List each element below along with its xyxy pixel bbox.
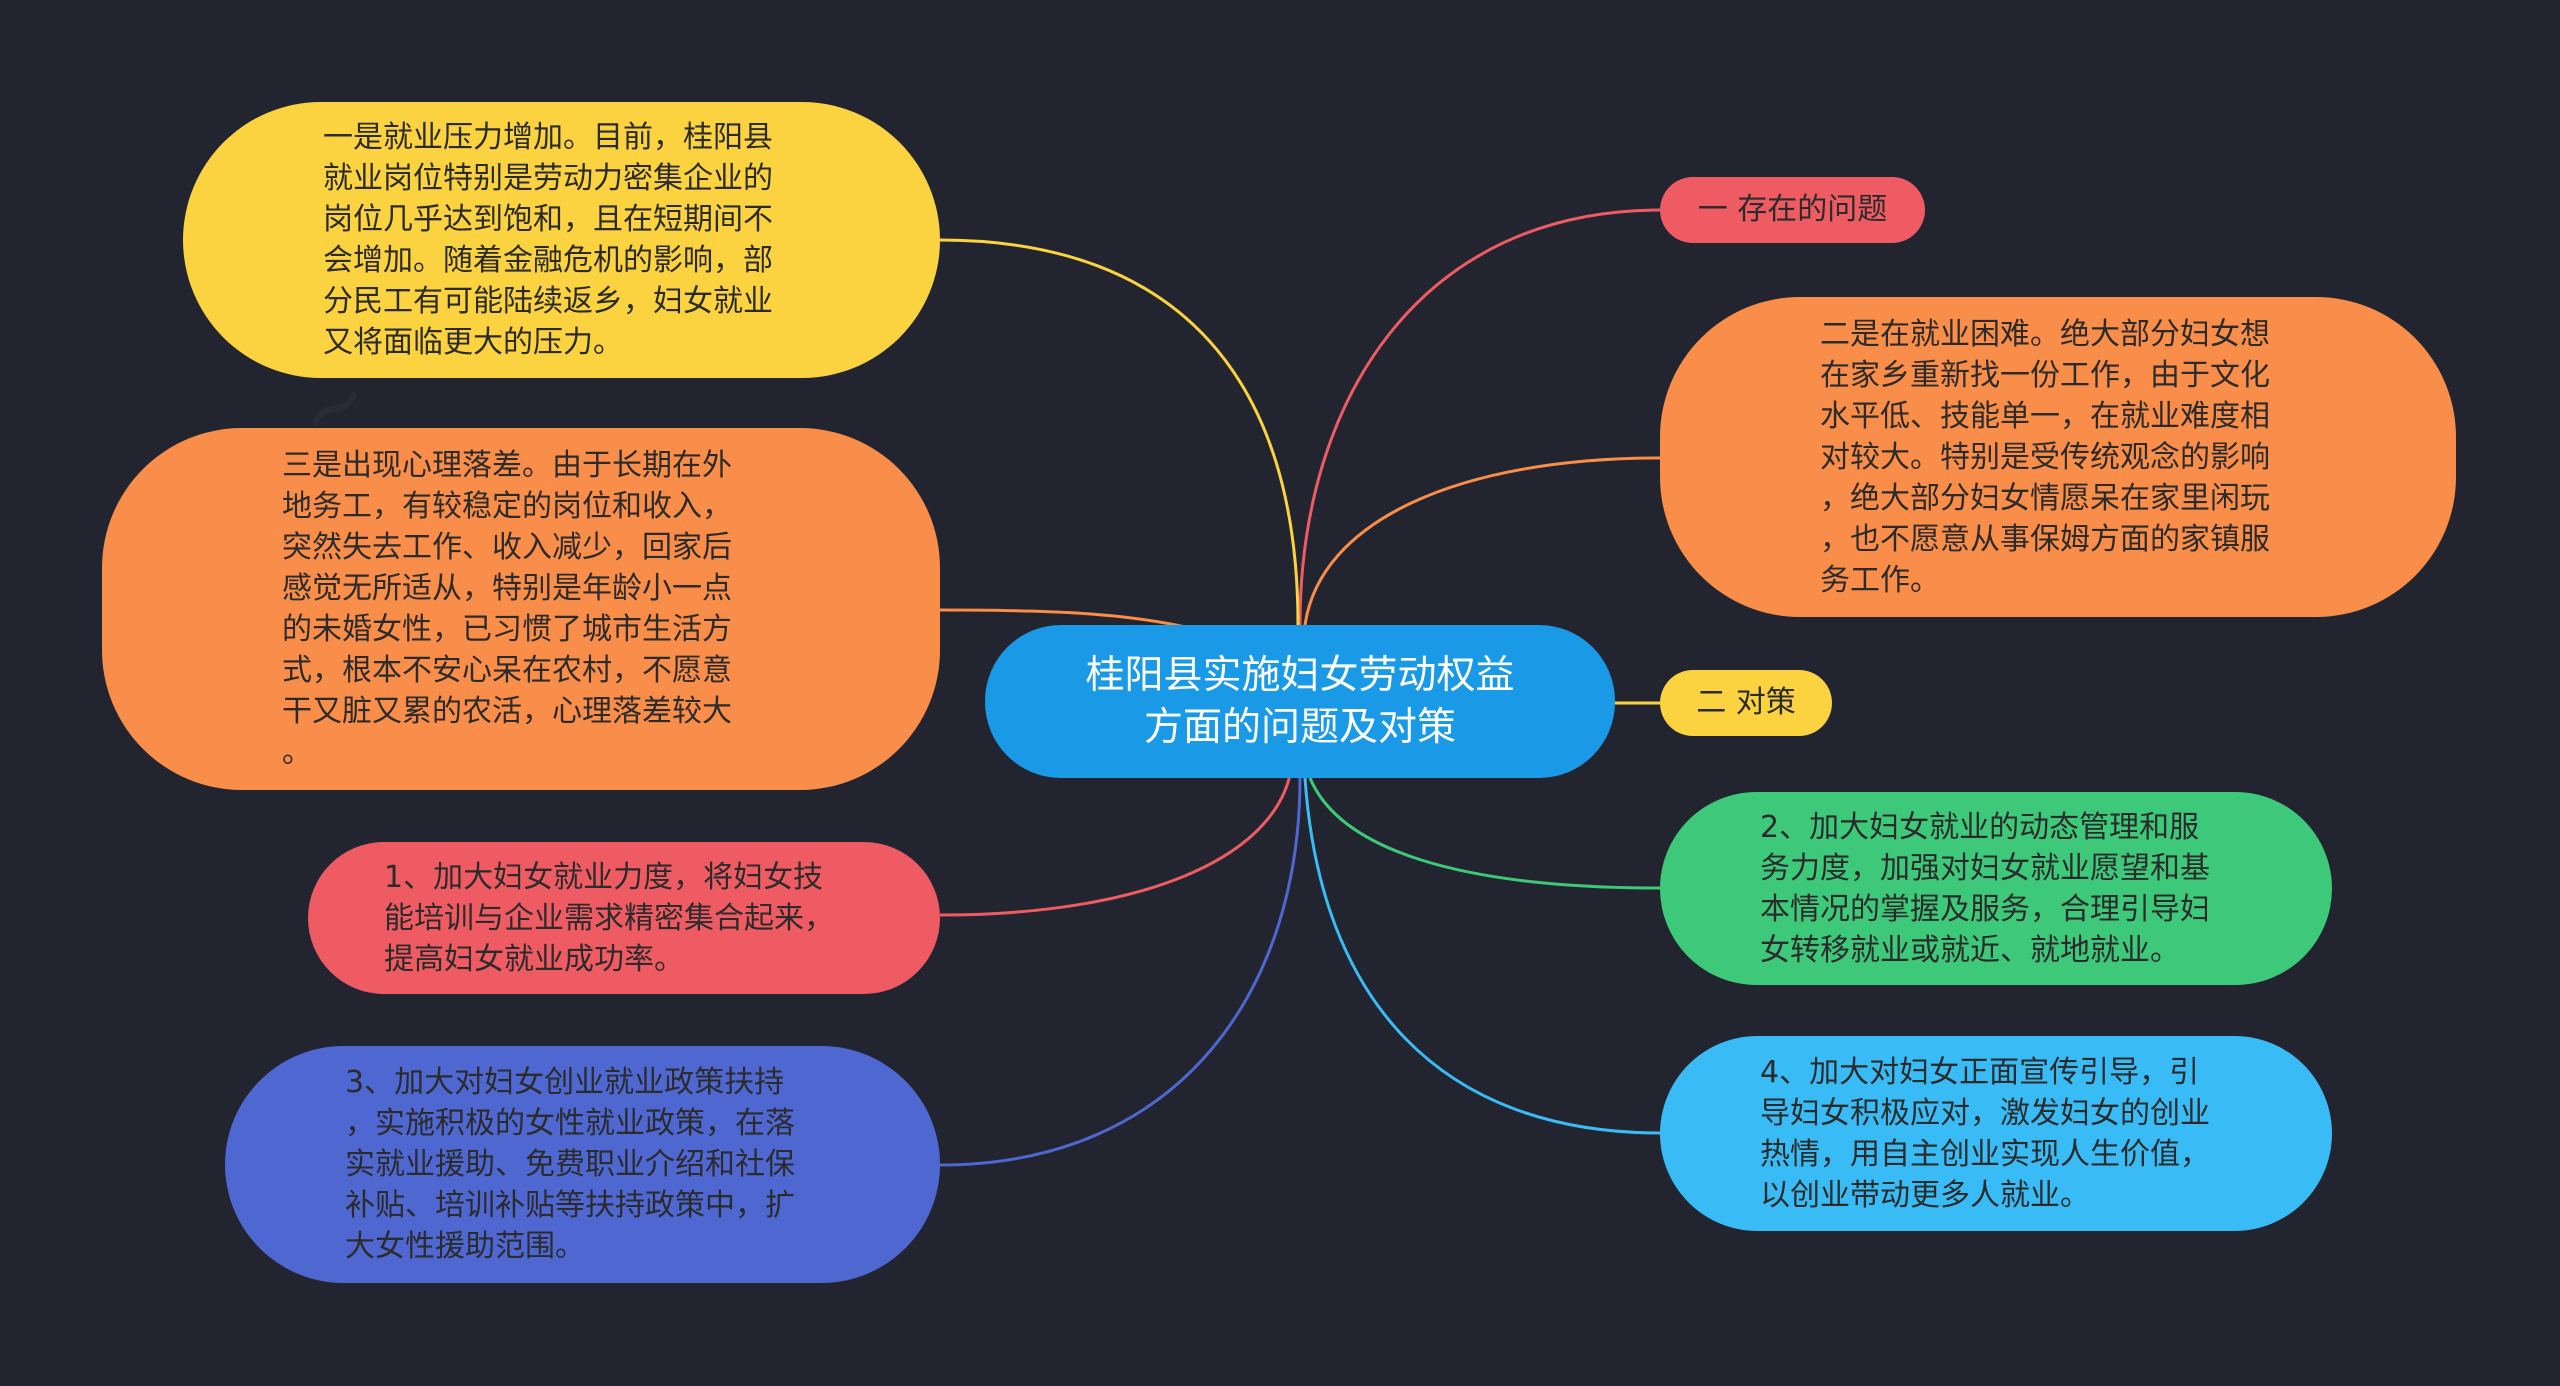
topic-employment-efforts-text: 1、加大妇女就业力度，将妇女技 能培训与企业需求精密集合起来， 提高妇女就业成功… xyxy=(384,859,834,977)
topic-psychological-gap[interactable]: 三是出现心理落差。由于长期在外 地务工，有较稳定的岗位和收入， 突然失去工作、收… xyxy=(102,428,940,790)
connector-to-topic-employment-difficulty xyxy=(1303,456,1661,626)
central-topic-label: 桂阳县实施妇女劳动权益 方面的问题及对策 xyxy=(1085,652,1515,750)
topic-dynamic-management-text: 2、加大妇女就业的动态管理和服 务力度，加强对妇女就业愿望和基 本情况的掌握及服… xyxy=(1760,809,2210,968)
connector-to-topic-employment-pressure xyxy=(939,238,1300,626)
connector-to-topic-policy-support xyxy=(939,777,1302,1167)
connector-to-existing-problems xyxy=(1298,208,1661,626)
topic-dynamic-management[interactable]: 2、加大妇女就业的动态管理和服 务力度，加强对妇女就业愿望和基 本情况的掌握及服… xyxy=(1660,792,2332,985)
topic-employment-efforts[interactable]: 1、加大妇女就业力度，将妇女技 能培训与企业需求精密集合起来， 提高妇女就业成功… xyxy=(308,842,940,994)
branch-existing-problems-label: 一 存在的问题 xyxy=(1697,192,1888,227)
branch-countermeasures[interactable]: 二 对策 xyxy=(1660,670,1832,736)
topic-publicity[interactable]: 4、加大对妇女正面宣传引导，引 导妇女积极应对，激发妇女的创业 热情，用自主创业… xyxy=(1660,1036,2332,1231)
topic-employment-pressure-text: 一是就业压力增加。目前，桂阳县 就业岗位特别是劳动力密集企业的 岗位几乎达到饱和… xyxy=(323,120,773,360)
branch-countermeasures-label: 二 对策 xyxy=(1696,685,1796,720)
topic-employment-pressure[interactable]: 一是就业压力增加。目前，桂阳县 就业岗位特别是劳动力密集企业的 岗位几乎达到饱和… xyxy=(183,102,940,378)
connector-to-topic-publicity xyxy=(1303,777,1661,1135)
topic-psychological-gap-text: 三是出现心理落差。由于长期在外 地务工，有较稳定的岗位和收入， 突然失去工作、收… xyxy=(282,448,732,770)
central-topic[interactable]: 桂阳县实施妇女劳动权益 方面的问题及对策 xyxy=(985,625,1615,778)
connector-to-topic-employment-efforts xyxy=(939,774,1292,917)
connector-to-topic-psychological-gap xyxy=(939,608,1191,630)
topic-policy-support-text: 3、加大对妇女创业就业政策扶持 ，实施积极的女性就业政策，在落 实就业援助、免费… xyxy=(345,1065,795,1264)
topic-employment-difficulty-text: 二是在就业困难。绝大部分妇女想 在家乡重新找一份工作，由于文化 水平低、技能单一… xyxy=(1820,316,2270,598)
topic-publicity-text: 4、加大对妇女正面宣传引导，引 导妇女积极应对，激发妇女的创业 热情，用自主创业… xyxy=(1760,1054,2210,1213)
topic-policy-support[interactable]: 3、加大对妇女创业就业政策扶持 ，实施积极的女性就业政策，在落 实就业援助、免费… xyxy=(225,1046,940,1283)
connector-to-topic-dynamic-management xyxy=(1308,777,1661,890)
branch-existing-problems[interactable]: 一 存在的问题 xyxy=(1660,177,1925,243)
topic-employment-difficulty[interactable]: 二是在就业困难。绝大部分妇女想 在家乡重新找一份工作，由于文化 水平低、技能单一… xyxy=(1660,297,2456,617)
